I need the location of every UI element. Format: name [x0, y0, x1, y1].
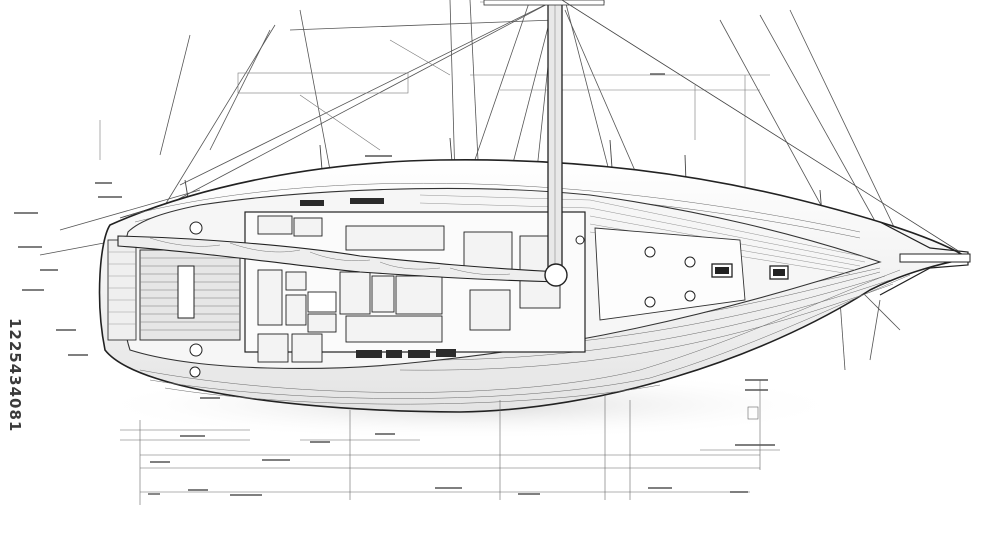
lower-dimension-lines: [120, 380, 780, 505]
forward-hatch-panel: [594, 227, 746, 321]
winch-starboard: [189, 343, 203, 357]
steering-pedestal: [177, 265, 195, 319]
transom-locker: [107, 239, 137, 341]
cabin-windows: [300, 198, 456, 358]
portlight-glass-1: [715, 267, 729, 274]
annotation-marks: [14, 73, 775, 496]
upper-dimension-lines: [99, 1, 770, 200]
portlight-glass-2: [773, 269, 785, 276]
winch-aft: [189, 366, 201, 378]
winch-port: [189, 221, 203, 235]
sail-folds: [149, 237, 511, 275]
stock-id-text: 1225434081: [10, 318, 24, 433]
bowsprit: [899, 253, 971, 263]
deck-fittings: [575, 235, 696, 308]
mast-step: [544, 263, 568, 287]
forestay: [561, 0, 961, 253]
spreader: [483, 0, 605, 6]
stock-id-watermark: 1225434081: [10, 318, 26, 508]
transom-hatching: [108, 251, 136, 325]
